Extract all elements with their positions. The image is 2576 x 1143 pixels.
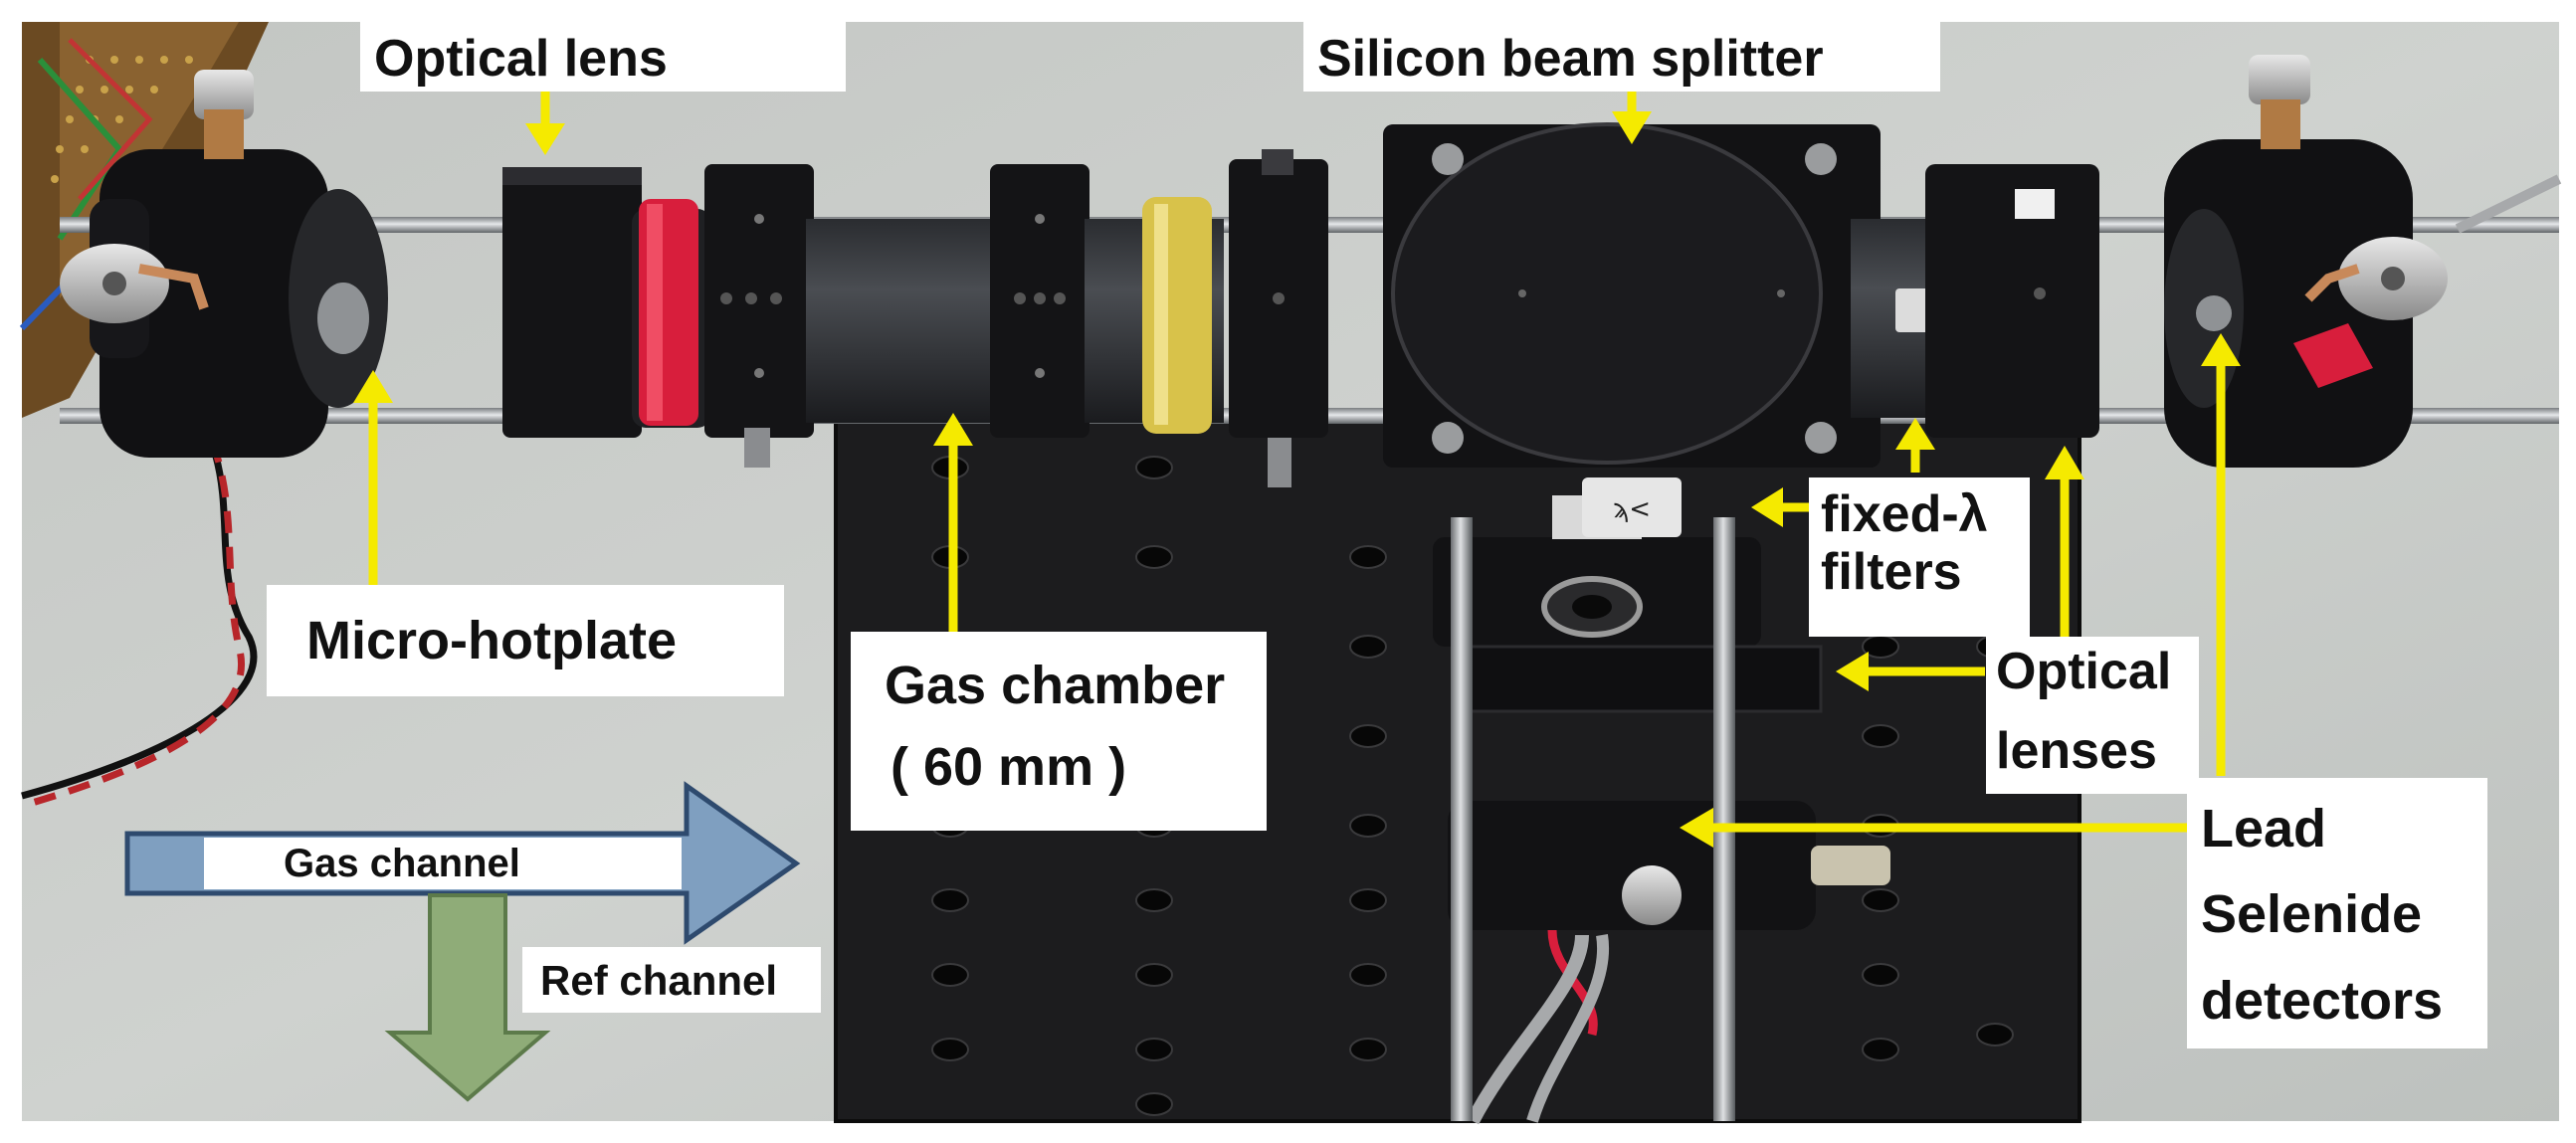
- label-lead-selenide-detectors: Lead Selenide detectors: [2187, 778, 2487, 1048]
- label-gas-chamber-line2: ( 60 mm ): [891, 737, 1127, 798]
- ref-channel-arrow: [384, 893, 551, 1102]
- svg-text:ϡ<: ϡ<: [1613, 494, 1651, 524]
- reference-channel-assembly: [1433, 495, 1890, 1125]
- pointer-arrows: [353, 82, 2241, 848]
- label-micro-hotplate-text: Micro-hotplate: [306, 611, 677, 670]
- silicon-beam-splitter: [1383, 122, 1940, 468]
- label-fixed-lambda-filters: fixed-λ filters: [1809, 477, 2030, 637]
- label-optical-lenses-line1: Optical: [1996, 643, 2172, 700]
- label-gas-channel: Gas channel: [204, 838, 682, 889]
- label-detectors-line3: detectors: [2201, 970, 2444, 1031]
- label-detectors-line2: Selenide: [2201, 884, 2423, 945]
- label-ref-channel: Ref channel: [522, 947, 821, 1013]
- label-optical-lens-text: Optical lens: [374, 30, 668, 88]
- label-ref-channel-text: Ref channel: [540, 957, 778, 1004]
- detector-mount-right: [2164, 55, 2562, 468]
- optical-lens-holder: [502, 167, 642, 438]
- label-fixed-filters-line2: filters: [1821, 543, 1962, 602]
- label-gas-chamber-line1: Gas chamber: [885, 656, 1226, 715]
- label-silicon-beam-splitter: Silicon beam splitter: [1303, 22, 1940, 92]
- label-optical-lenses-line2: lenses: [1996, 722, 2157, 781]
- label-optical-lens: Optical lens: [360, 22, 846, 92]
- label-silicon-beam-splitter-text: Silicon beam splitter: [1317, 30, 1824, 88]
- filter-and-lens-holders: ϡ<: [1582, 164, 2099, 537]
- twisted-wire: [21, 375, 258, 810]
- label-detectors-line1: Lead: [2201, 799, 2327, 858]
- label-optical-lenses: Optical lenses: [1986, 637, 2199, 794]
- gas-chamber-tube: [632, 149, 1328, 487]
- label-micro-hotplate: Micro-hotplate: [267, 585, 784, 696]
- micro-hotplate-mount: [60, 70, 388, 458]
- label-gas-channel-text: Gas channel: [284, 842, 520, 885]
- label-gas-chamber: Gas chamber ( 60 mm ): [851, 632, 1267, 831]
- label-fixed-filters-line1: fixed-λ: [1821, 485, 1988, 543]
